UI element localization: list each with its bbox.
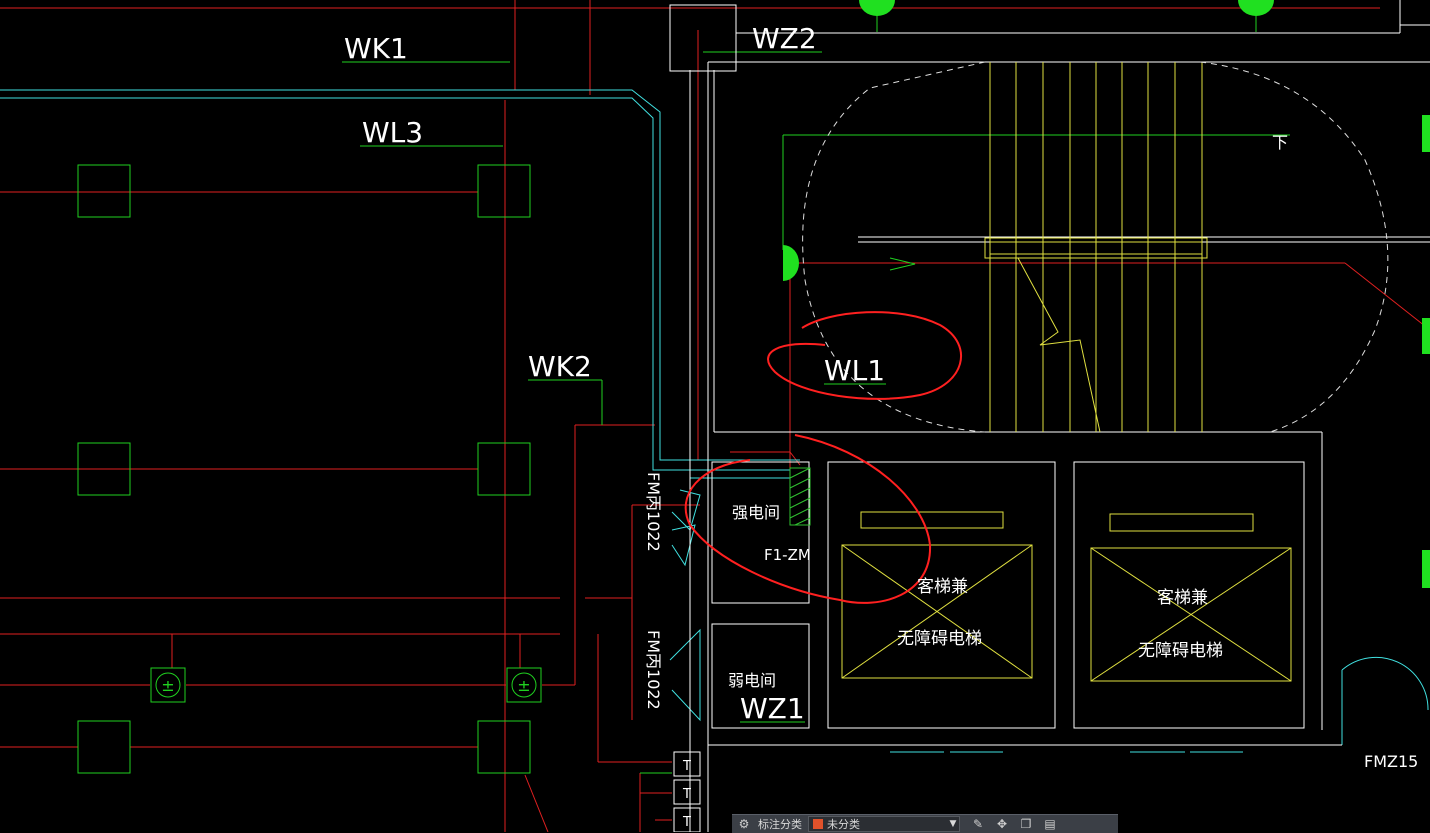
dashed-arc [802, 61, 1389, 433]
socket-right-symbol: ± [517, 676, 530, 695]
label-elev2-line1: 客梯兼 [1157, 588, 1208, 608]
dimension-icon[interactable]: ⚙ [738, 817, 750, 831]
t-label-1: T [682, 759, 691, 774]
light-fixtures [77, 164, 531, 774]
label-wl1: WL1 [824, 354, 885, 387]
t-terminal-boxes [673, 751, 701, 832]
t-label-3: T [682, 815, 691, 830]
label-fmz: FMZ15 [1364, 752, 1418, 771]
label-door-1: FM丙1022 [644, 472, 663, 552]
socket-right [506, 667, 542, 703]
annotation-toolbar: ⚙ 标注分类 未分类 ▼ ✎ ✥ ❐ ▤ [732, 814, 1118, 833]
annotation-category-label: 标注分类 [758, 818, 802, 831]
elevator-2 [1090, 513, 1292, 682]
socket-left-symbol: ± [161, 676, 174, 695]
label-elev1-line1: 客梯兼 [917, 577, 968, 597]
hatched-panel [789, 467, 811, 526]
label-elev2-line2: 无障碍电梯 [1138, 641, 1223, 661]
green-fixture-symbols [783, 0, 1430, 588]
annotation-category-select[interactable]: 未分类 ▼ [808, 816, 960, 832]
label-wz1: WZ1 [740, 692, 805, 725]
red-markup-circles [684, 311, 963, 604]
label-panel: F1-ZM [764, 546, 811, 564]
label-elev1-line2: 无障碍电梯 [897, 629, 982, 649]
label-wk2: WK2 [528, 350, 592, 383]
t-label-2: T [682, 787, 691, 802]
copy-icon[interactable]: ❐ [1020, 817, 1032, 831]
building-walls [669, 0, 1430, 832]
label-wl3: WL3 [362, 116, 423, 149]
label-strong-room: 强电间 [732, 503, 780, 522]
staircase [889, 62, 1208, 433]
label-wz2: WZ2 [752, 22, 817, 55]
elevator-1 [841, 511, 1033, 679]
label-wk1: WK1 [344, 32, 408, 65]
label-weak-room: 弱电间 [728, 671, 776, 690]
label-stair-down: 下 [1272, 133, 1288, 152]
move-icon[interactable]: ✥ [996, 817, 1008, 831]
label-door-2: FM丙1022 [644, 630, 663, 710]
cyan-cable-tray [0, 89, 1429, 753]
socket-left [150, 667, 186, 703]
print-icon[interactable]: ▤ [1044, 817, 1056, 831]
annotation-category-value: 未分类 [827, 818, 860, 831]
drawing-labels: WK1 WZ2 WL3 WK2 WL1 WZ1 强电间 弱电间 F1-ZM 下 … [344, 22, 1418, 771]
chevron-down-icon: ▼ [949, 819, 957, 829]
category-color-swatch [813, 819, 823, 829]
green-wiring [342, 12, 1290, 774]
edit-icon[interactable]: ✎ [972, 817, 984, 831]
